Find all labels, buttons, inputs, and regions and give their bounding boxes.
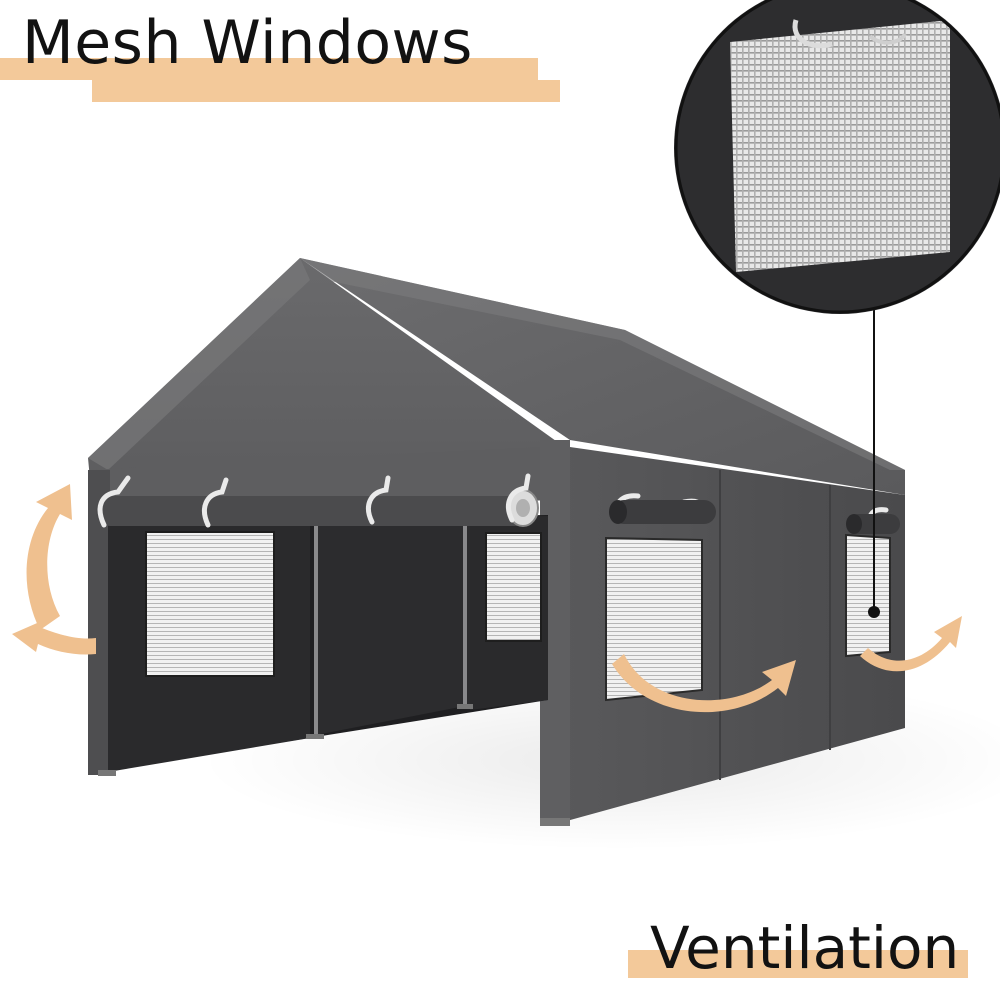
roof-side	[300, 258, 905, 495]
footer-title: Ventilation	[650, 914, 960, 982]
mesh-window-front-right	[485, 532, 542, 642]
curved-up-arrow-icon	[12, 484, 96, 655]
curved-out-arrow-icon	[860, 616, 962, 672]
callout-dot	[868, 606, 880, 618]
mesh-window-side-2	[845, 533, 891, 658]
curved-right-arrow-icon	[612, 654, 796, 713]
headline-banner: Mesh Windows	[0, 0, 600, 110]
front-gable	[88, 258, 563, 500]
headline-accent-bar-2	[92, 80, 560, 102]
mesh-window-front-left	[145, 531, 275, 677]
headline-accent-bar-1	[0, 58, 538, 80]
mesh-window-side-1	[605, 536, 703, 702]
headline-title: Mesh Windows	[22, 8, 473, 78]
mesh-zoom-circle	[674, 0, 1000, 314]
rolled-front-sidewall	[96, 496, 536, 526]
footer-banner: Ventilation	[620, 910, 1000, 1000]
footer-accent-bar	[628, 950, 968, 978]
